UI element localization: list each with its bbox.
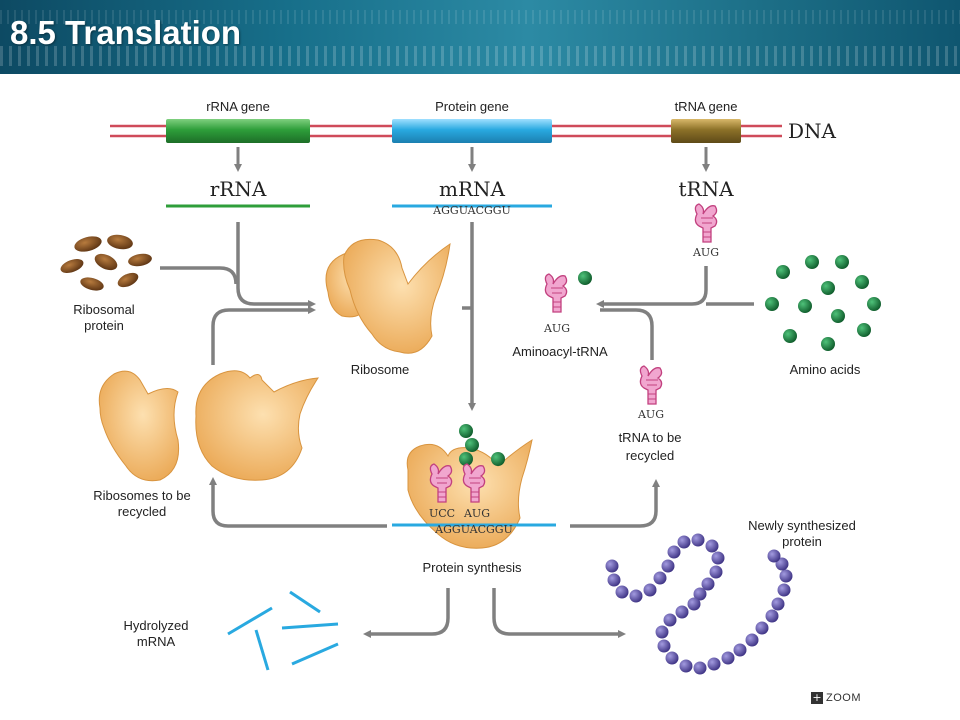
rrna-label: rRNA	[210, 177, 267, 201]
protein-bead	[707, 657, 721, 671]
dna-background-pattern-top	[0, 10, 960, 24]
dna-label: DNA	[788, 119, 837, 143]
recycled-trna-codon: AUG	[637, 408, 664, 421]
protein-bead	[607, 573, 621, 587]
ribosomal-protein-label-line2: protein	[84, 318, 124, 333]
protein-synthesis-ribosome	[406, 438, 533, 549]
protein-bead	[667, 545, 681, 559]
ribosomal-protein-label-line1: Ribosomal	[73, 302, 135, 317]
protein-bead	[693, 587, 707, 601]
amino-acids-cluster	[765, 255, 881, 351]
protein-bead	[691, 533, 705, 547]
transcription-arrows	[234, 147, 710, 172]
protein-bead	[755, 621, 769, 635]
trna-label: tRNA	[678, 177, 734, 201]
protein-bead	[777, 583, 791, 597]
new-protein-label-line1: Newly synthesized	[748, 518, 856, 533]
protein-gene-label: Protein gene	[435, 99, 509, 114]
aminoacyl-trna-label: Aminoacyl-tRNA	[512, 344, 608, 359]
ribosome-assembled	[325, 238, 451, 354]
protein-bead-chain	[605, 533, 793, 675]
zoom-label: ZOOM	[826, 692, 861, 704]
dna-background-pattern	[0, 46, 960, 66]
protein-bead	[615, 585, 629, 599]
recycled-trna-icon	[639, 365, 663, 405]
synthesis-anticodon-2: AUG	[463, 507, 490, 520]
trna-molecule-icon	[694, 203, 718, 243]
protein-bead	[675, 605, 689, 619]
protein-bead	[643, 583, 657, 597]
protein-gene-bar	[392, 119, 552, 143]
protein-bead	[693, 661, 707, 675]
trna-recycled-label-line2: recycled	[626, 448, 674, 463]
protein-bead	[775, 557, 789, 571]
aminoacyl-trna-icon	[544, 273, 568, 313]
synthesis-mrna-sequence: AGGUACGGU	[434, 523, 513, 536]
slide-title: 8.5 Translation	[10, 14, 242, 51]
trna-gene-label: tRNA gene	[675, 99, 738, 114]
protein-bead	[605, 559, 619, 573]
protein-bead	[771, 597, 785, 611]
protein-bead	[745, 633, 759, 647]
protein-bead	[661, 559, 675, 573]
new-protein-label-line2: protein	[782, 534, 822, 549]
protein-bead	[657, 639, 671, 653]
protein-bead	[629, 589, 643, 603]
recycled-ribosome-large	[195, 370, 319, 481]
ribosomes-recycled-label-line1: Ribosomes to be	[93, 488, 191, 503]
mrna-label: mRNA	[439, 177, 506, 201]
ribosome-label: Ribosome	[351, 362, 410, 377]
plus-icon[interactable]: +	[811, 691, 823, 704]
protein-bead	[709, 565, 723, 579]
rrna-gene-label: rRNA gene	[206, 99, 270, 114]
protein-synthesis-label: Protein synthesis	[423, 560, 522, 575]
hydrolyzed-mrna-label-line2: mRNA	[137, 634, 176, 649]
protein-bead	[711, 551, 725, 565]
protein-bead	[665, 651, 679, 665]
attached-amino-acid	[578, 271, 592, 285]
protein-bead	[653, 571, 667, 585]
hydrolyzed-mrna-fragments	[227, 590, 339, 671]
protein-bead	[679, 659, 693, 673]
amino-acids-label: Amino acids	[790, 362, 861, 377]
slide-header: 8.5 Translation	[0, 0, 960, 74]
protein-bead	[701, 577, 715, 591]
aminoacyl-trna-codon: AUG	[543, 322, 570, 335]
protein-bead	[687, 597, 701, 611]
growing-peptide	[459, 424, 505, 466]
trna-gene-bar	[671, 119, 741, 143]
protein-bead	[765, 609, 779, 623]
trna-codon: AUG	[692, 246, 719, 259]
protein-bead	[767, 549, 781, 563]
flow-arrows	[160, 222, 754, 638]
ribosomes-recycled-label-line2: recycled	[118, 504, 166, 519]
protein-bead	[677, 535, 691, 549]
protein-bead	[733, 643, 747, 657]
ribosomal-protein-cluster	[60, 234, 152, 291]
protein-bead	[721, 651, 735, 665]
synthesis-anticodon-1: UCC	[429, 507, 455, 520]
trna-recycled-label-line1: tRNA to be	[619, 430, 682, 445]
rrna-gene-bar	[166, 119, 310, 143]
protein-bead	[779, 569, 793, 583]
hydrolyzed-mrna-label-line1: Hydrolyzed	[123, 618, 188, 633]
protein-bead	[705, 539, 719, 553]
recycled-ribosome-small	[98, 370, 180, 482]
protein-bead	[655, 625, 669, 639]
mrna-sequence: AGGUACGGU	[432, 204, 511, 217]
zoom-control[interactable]: + ZOOM	[811, 691, 861, 705]
protein-bead	[663, 613, 677, 627]
